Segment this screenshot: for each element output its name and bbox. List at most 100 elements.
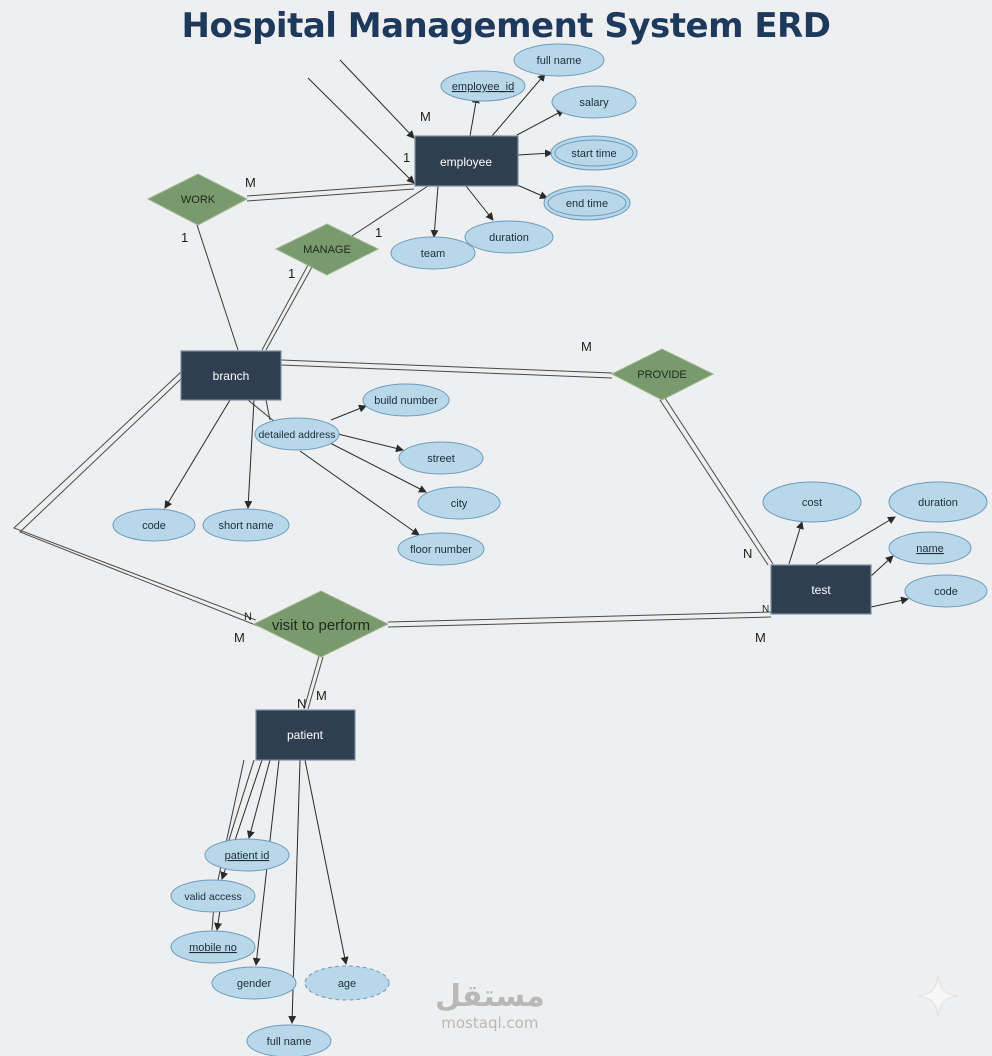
attr-employee-end-time[interactable]: end time: [543, 185, 631, 221]
relationship-provide-label: PROVIDE: [637, 369, 687, 381]
patient-to-age-arrow: [304, 759, 349, 965]
attr-test-cost[interactable]: cost: [762, 481, 862, 523]
svg-text:employee_id: employee_id: [452, 81, 514, 93]
entity-employee-label: employee: [440, 155, 492, 169]
attr-employee-full-name[interactable]: full name: [513, 43, 605, 77]
card-test-n-left: N: [762, 604, 769, 615]
work-employee-line-a: [246, 183, 415, 197]
employee-to-start-time-arrow: [517, 149, 553, 158]
card-patient-n: N: [297, 696, 306, 711]
attr-branch-code[interactable]: code: [112, 508, 196, 542]
attr-branch-street[interactable]: street: [398, 441, 484, 475]
card-test-n-top: N: [743, 546, 752, 561]
entity-employee[interactable]: employee: [414, 135, 519, 187]
branch-visit-line-b: [19, 378, 259, 627]
entity-branch-label: branch: [213, 369, 250, 383]
card-patient-m: M: [316, 688, 327, 703]
card-visit-n: N: [244, 611, 252, 623]
svg-text:duration: duration: [489, 232, 529, 244]
attr-branch-short-name[interactable]: short name: [202, 508, 290, 542]
branch-visit-line-a: [13, 371, 257, 621]
cardinality-labels: M 1 M 1 1 1 M N N M N M N M: [181, 109, 769, 711]
branch-to-code-arrow: [164, 399, 231, 509]
attr-patient-valid-access[interactable]: valid access: [170, 879, 256, 913]
card-employee-m: M: [420, 109, 431, 124]
relationship-manage-label: MANAGE: [303, 244, 351, 256]
watermark-latin: mostaql.com: [441, 1014, 539, 1032]
attr-test-name[interactable]: name: [888, 531, 972, 565]
card-manage-1-right: 1: [375, 225, 382, 240]
attr-employee-duration[interactable]: duration: [464, 220, 554, 254]
svg-text:patient id: patient id: [225, 850, 270, 862]
attr-test-duration[interactable]: duration: [888, 481, 988, 523]
diagram-title: Hospital Management System ERD: [181, 6, 831, 46]
relationship-provide[interactable]: PROVIDE: [610, 348, 715, 401]
attr-patient-full-name[interactable]: full name: [246, 1024, 332, 1056]
branch-to-detailed-address-line: [247, 399, 276, 423]
relationship-work[interactable]: WORK: [146, 173, 249, 226]
manage-branch-line-b: [265, 266, 313, 351]
branch-provide-line-b: [280, 364, 613, 379]
entity-test-label: test: [811, 583, 831, 597]
attr-patient-mobile-no[interactable]: mobile no: [170, 930, 256, 964]
attr-patient-age[interactable]: age: [304, 965, 390, 1001]
svg-text:name: name: [916, 543, 944, 555]
watermark-arabic: مستقل: [435, 979, 545, 1014]
address-to-floor-number-arrow: [299, 450, 420, 536]
svg-text:salary: salary: [579, 97, 609, 109]
entity-patient[interactable]: patient: [255, 709, 356, 761]
attr-patient-id[interactable]: patient id: [204, 838, 290, 872]
employee-to-full-name-arrow: [491, 73, 546, 137]
card-employee-1: 1: [403, 150, 410, 165]
attr-employee-start-time[interactable]: start time: [550, 135, 638, 171]
svg-text:duration: duration: [918, 497, 958, 509]
provide-test-line-a: [659, 399, 769, 566]
connections: [13, 59, 909, 1024]
svg-text:end time: end time: [566, 198, 608, 210]
work-branch-line: [196, 224, 239, 351]
test-to-cost-arrow: [788, 521, 804, 565]
employee-to-salary-arrow: [516, 109, 565, 136]
svg-text:full name: full name: [267, 1036, 312, 1048]
test-to-code-arrow: [870, 596, 909, 608]
employee-to-end-time-arrow: [514, 183, 548, 199]
svg-text:valid access: valid access: [184, 891, 241, 903]
attr-test-code[interactable]: code: [904, 574, 988, 608]
relationship-visit[interactable]: visit to perform: [252, 590, 390, 658]
card-test-m: M: [755, 630, 766, 645]
employee-incoming-line-2: [339, 59, 415, 139]
patient-line-a: [228, 759, 255, 841]
relationship-visit-label: visit to perform: [272, 617, 370, 634]
entity-test[interactable]: test: [770, 564, 872, 615]
attr-branch-detailed-address[interactable]: detailed address: [254, 417, 340, 451]
attr-employee-salary[interactable]: salary: [551, 85, 637, 119]
svg-text:build number: build number: [374, 395, 438, 407]
svg-text:detailed address: detailed address: [258, 429, 335, 441]
address-to-build-number-arrow: [330, 404, 367, 421]
attr-branch-floor-number[interactable]: floor number: [397, 532, 485, 566]
attr-patient-gender[interactable]: gender: [211, 966, 297, 1000]
attr-employee-id[interactable]: employee_id: [440, 70, 526, 102]
svg-text:short name: short name: [218, 520, 273, 532]
employee-to-employee-id-arrow: [469, 95, 480, 137]
svg-text:mobile no: mobile no: [189, 942, 237, 954]
svg-text:code: code: [934, 586, 958, 598]
visit-test-line-b: [387, 616, 772, 628]
branch-to-address-line-2: [265, 399, 271, 421]
address-to-street-arrow: [337, 433, 404, 453]
card-work-1: 1: [181, 230, 188, 245]
entity-patient-label: patient: [287, 728, 324, 742]
attr-branch-city[interactable]: city: [417, 486, 501, 520]
card-manage-1-left: 1: [288, 266, 295, 281]
watermark: مستقل mostaql.com: [435, 979, 545, 1033]
svg-text:team: team: [421, 248, 445, 260]
entity-branch[interactable]: branch: [180, 350, 282, 401]
visit-test-line-a: [387, 611, 772, 623]
sparkle-icon: [917, 975, 959, 1017]
attr-employee-team[interactable]: team: [390, 236, 476, 270]
attr-branch-build-number[interactable]: build number: [362, 383, 450, 417]
relationship-manage[interactable]: MANAGE: [274, 223, 380, 276]
svg-text:cost: cost: [802, 497, 822, 509]
test-to-name-arrow: [870, 555, 894, 577]
